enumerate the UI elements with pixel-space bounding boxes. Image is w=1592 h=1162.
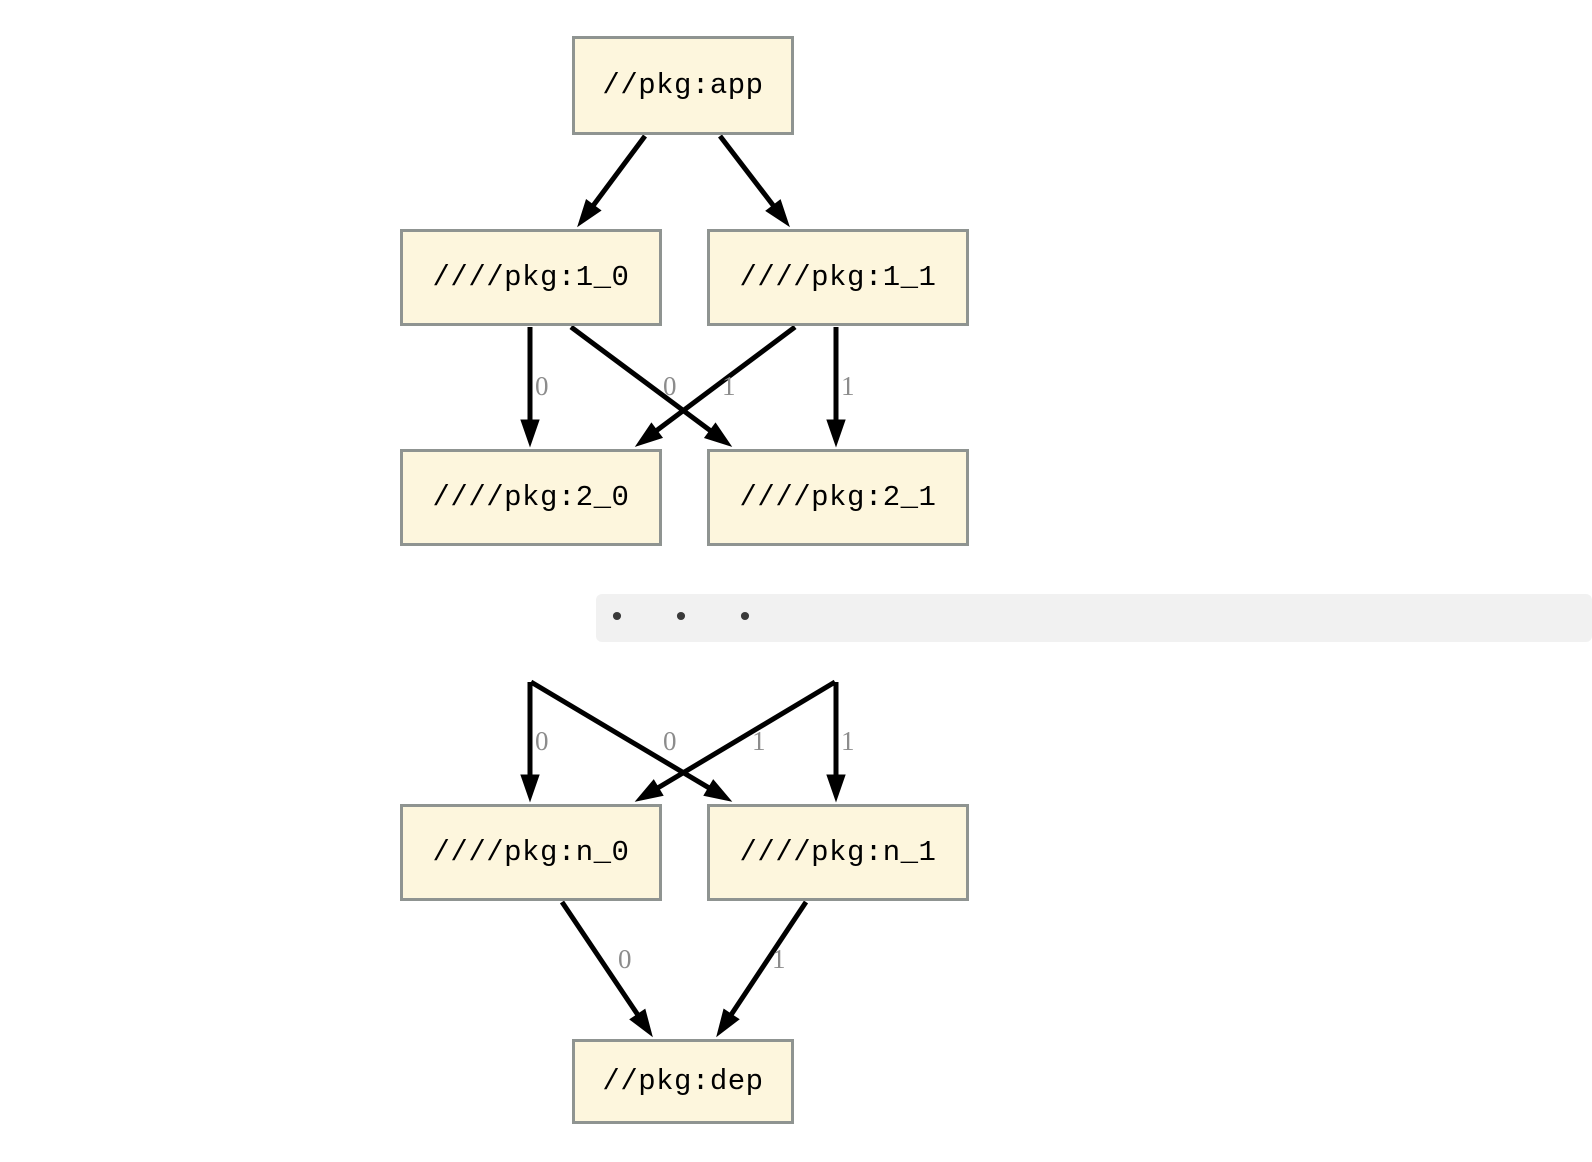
edge-label: 0: [663, 726, 677, 756]
graph-node-label: //pkg:dep: [602, 1065, 764, 1098]
edge-arrowhead-icon: [716, 1008, 740, 1038]
graph-edge-4: [634, 324, 797, 447]
edge-arrowhead-icon: [703, 779, 733, 802]
edge-label: 0: [663, 371, 677, 401]
edge-line: [729, 900, 809, 1016]
edge-arrowhead-icon: [765, 199, 790, 228]
edge-arrowhead-icon: [577, 198, 602, 228]
edge-arrowhead-icon: [826, 419, 846, 448]
edge-line: [718, 134, 776, 207]
edge-label: 1: [772, 944, 786, 974]
graph-node-n1_0[interactable]: ////pkg:1_0: [400, 229, 662, 326]
edge-label: 0: [535, 726, 549, 756]
graph-node-label: ////pkg:2_1: [739, 481, 937, 514]
ellipsis-dots: • • •: [608, 602, 769, 636]
edge-arrowhead-icon: [826, 774, 846, 803]
edge-arrowhead-icon: [629, 1008, 653, 1038]
edge-label: 1: [722, 371, 736, 401]
edge-line: [591, 134, 648, 207]
edge-label: 0: [618, 944, 632, 974]
ellipsis-separator: • • •: [596, 594, 1592, 642]
graph-node-label: ////pkg:1_1: [739, 261, 937, 294]
graph-node-label: ////pkg:n_1: [739, 836, 937, 869]
edge-arrowhead-icon: [703, 422, 733, 447]
edge-arrowhead-icon: [634, 779, 664, 802]
edge-label: 0: [535, 371, 549, 401]
graph-node-label: ////pkg:n_0: [432, 836, 630, 869]
edge-label: 1: [752, 726, 766, 756]
graph-edge-3: [569, 324, 733, 447]
graph-edge-7: [529, 679, 733, 802]
graph-node-nn_0[interactable]: ////pkg:n_0: [400, 804, 662, 901]
edge-label: 1: [841, 371, 855, 401]
edge-arrowhead-icon: [520, 419, 540, 448]
graph-node-n1_1[interactable]: ////pkg:1_1: [707, 229, 969, 326]
graph-node-nn_1[interactable]: ////pkg:n_1: [707, 804, 969, 901]
edge-label: 1: [841, 726, 855, 756]
edge-line: [569, 324, 712, 433]
graph-node-label: ////pkg:1_0: [432, 261, 630, 294]
edge-line: [529, 679, 710, 790]
graph-edge-1: [718, 134, 790, 228]
edge-arrowhead-icon: [520, 774, 540, 803]
graph-node-dep[interactable]: //pkg:dep: [572, 1039, 794, 1124]
graph-node-label: //pkg:app: [602, 69, 764, 102]
graph-node-label: ////pkg:2_0: [432, 481, 630, 514]
graph-node-app[interactable]: //pkg:app: [572, 36, 794, 135]
graph-edge-10: [559, 900, 653, 1038]
edge-arrowhead-icon: [634, 422, 664, 447]
edge-line: [657, 679, 837, 790]
graph-node-n2_0[interactable]: ////pkg:2_0: [400, 449, 662, 546]
graph-node-n2_1[interactable]: ////pkg:2_1: [707, 449, 969, 546]
graph-edge-0: [577, 134, 648, 228]
graph-edge-11: [716, 900, 809, 1038]
